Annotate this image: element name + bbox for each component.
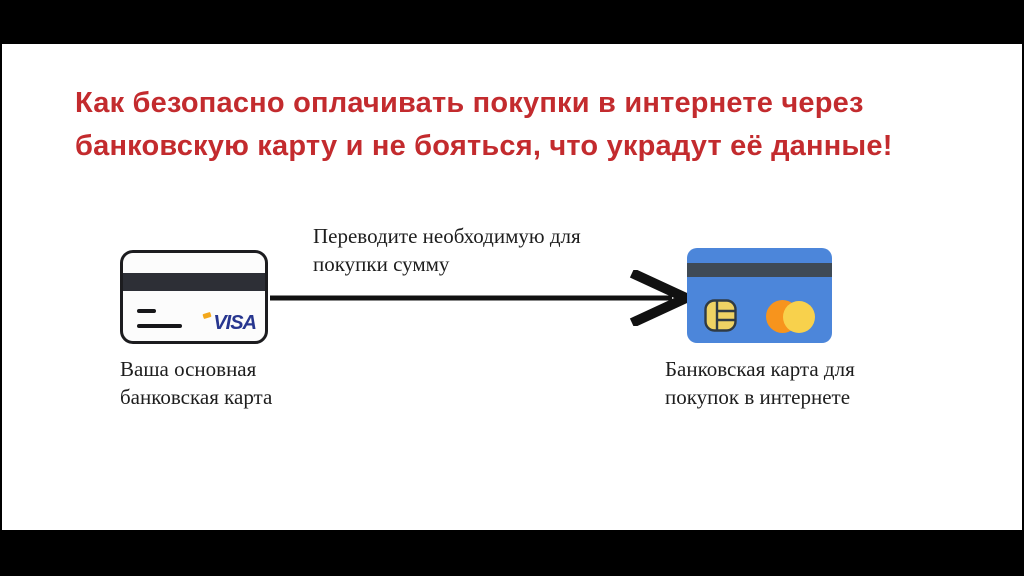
card-chip-icon xyxy=(704,299,737,332)
transfer-arrow-label: Переводите необходимую для покупки сумму xyxy=(313,224,581,276)
destination-card-caption: Банковская карта для покупок в интернете xyxy=(665,357,855,409)
visa-logo-accent xyxy=(202,311,212,320)
payment-circle-yellow-icon xyxy=(783,301,815,333)
page-title-line-1: Как безопасно оплачивать покупки в интер… xyxy=(75,87,864,119)
right-arrow-icon xyxy=(270,268,698,328)
card-detail-line-short xyxy=(137,309,156,313)
magnetic-stripe xyxy=(123,273,265,291)
destination-bank-card xyxy=(687,248,832,343)
transfer-arrow xyxy=(268,268,698,328)
source-bank-card: VISA xyxy=(120,250,268,344)
visa-logo: VISA xyxy=(213,312,257,334)
card-detail-line-long xyxy=(137,324,182,328)
slide-canvas: Как безопасно оплачивать покупки в интер… xyxy=(2,44,1022,530)
letterbox-top-bar xyxy=(0,0,1024,44)
letterbox-bottom-bar xyxy=(0,530,1024,576)
page-title: Как безопасно оплачивать покупки в интер… xyxy=(75,82,975,168)
page-title-line-2: банковскую карту и не бояться, что украд… xyxy=(75,130,893,162)
source-card-caption: Ваша основная банковская карта xyxy=(120,357,273,409)
magnetic-stripe xyxy=(687,263,832,277)
